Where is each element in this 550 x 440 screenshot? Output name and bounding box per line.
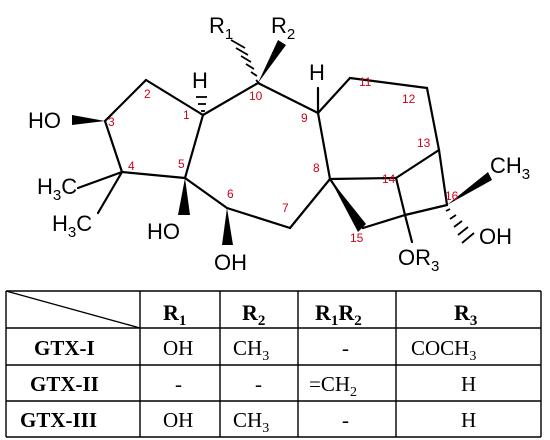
carbon-number-3: 3	[108, 115, 115, 129]
oh5-label: HO	[147, 219, 180, 244]
cell-gtx-iii-r1r2: -	[342, 408, 349, 432]
corner-diagonal	[5, 290, 141, 329]
cell-gtx-iii-r1: OH	[163, 408, 193, 432]
carbon-number-4: 4	[128, 159, 135, 173]
or3-label: OR3	[398, 245, 439, 275]
h1-label: H	[192, 68, 208, 93]
header-r1: R1	[163, 300, 186, 329]
header-r3: R3	[454, 300, 477, 329]
carbon-number-16: 16	[445, 189, 459, 203]
oh16-hashed-bond	[445, 208, 475, 244]
cell-gtx-i-r1r2: -	[342, 336, 349, 360]
cell-gtx-iii-r3: H	[461, 408, 476, 432]
cell-gtx-ii-r1: -	[175, 372, 182, 396]
carbon-number-11: 11	[359, 75, 372, 89]
cell-gtx-iii-r2: CH3	[233, 408, 269, 436]
oh5-wedge-bond	[178, 178, 190, 215]
row-name-gtx-ii: GTX-II	[30, 372, 99, 396]
ch3-label: CH3	[490, 153, 530, 183]
h3c-lower-label: H3C	[52, 211, 92, 241]
oh6-label: OH	[214, 250, 247, 275]
carbon-number-13: 13	[417, 136, 431, 150]
oh3-wedge-bond	[72, 115, 105, 125]
row-name-gtx-iii: GTX-III	[20, 408, 97, 432]
h3c-upper-label: H3C	[37, 174, 77, 204]
carbon-number-5: 5	[178, 157, 185, 171]
carbon-number-8: 8	[313, 161, 320, 175]
carbon-number-10: 10	[249, 89, 263, 103]
carbon-number-1: 1	[183, 108, 190, 122]
molecule-structure: R1 R2 H H HO H3C H3C HO OH CH3 OH OR3 1 …	[28, 13, 530, 275]
cell-gtx-ii-r1r2: =CH2	[309, 372, 357, 400]
carbon-number-6: 6	[227, 187, 234, 201]
ch3-wedge-bond	[447, 172, 492, 205]
h1-hashed-bond	[196, 96, 207, 112]
r1-label: R1	[209, 13, 233, 43]
carbon-number-12: 12	[402, 92, 416, 106]
c15-wedge-bond	[330, 179, 366, 232]
carbon-number-14: 14	[382, 172, 396, 186]
oh6-wedge-bond	[222, 208, 233, 245]
r2-wedge-bond	[258, 40, 286, 83]
carbon-number-9: 9	[301, 111, 308, 125]
ho3-label: HO	[28, 108, 61, 133]
r1-hashed-bond	[230, 39, 260, 84]
row-name-gtx-i: GTX-I	[34, 336, 95, 360]
cell-gtx-ii-r3: H	[461, 372, 476, 396]
header-r1r2: R1R2	[315, 300, 362, 329]
carbon-number-2: 2	[144, 87, 151, 101]
carbon-number-15: 15	[350, 231, 364, 245]
header-r2: R2	[242, 300, 265, 329]
h9-label: H	[309, 60, 325, 85]
carbon-number-7: 7	[282, 201, 289, 215]
cell-gtx-i-r3: COCH3	[411, 336, 476, 364]
oh16-label: OH	[479, 224, 512, 249]
r2-label: R2	[271, 13, 295, 43]
cell-gtx-i-r2: CH3	[233, 336, 269, 364]
cell-gtx-ii-r2: -	[255, 372, 262, 396]
cell-gtx-i-r1: OH	[163, 336, 193, 360]
substituent-table: R1 R2 R1R2 R3 GTX-I OH CH3 - COCH3 GTX-I…	[5, 290, 542, 438]
